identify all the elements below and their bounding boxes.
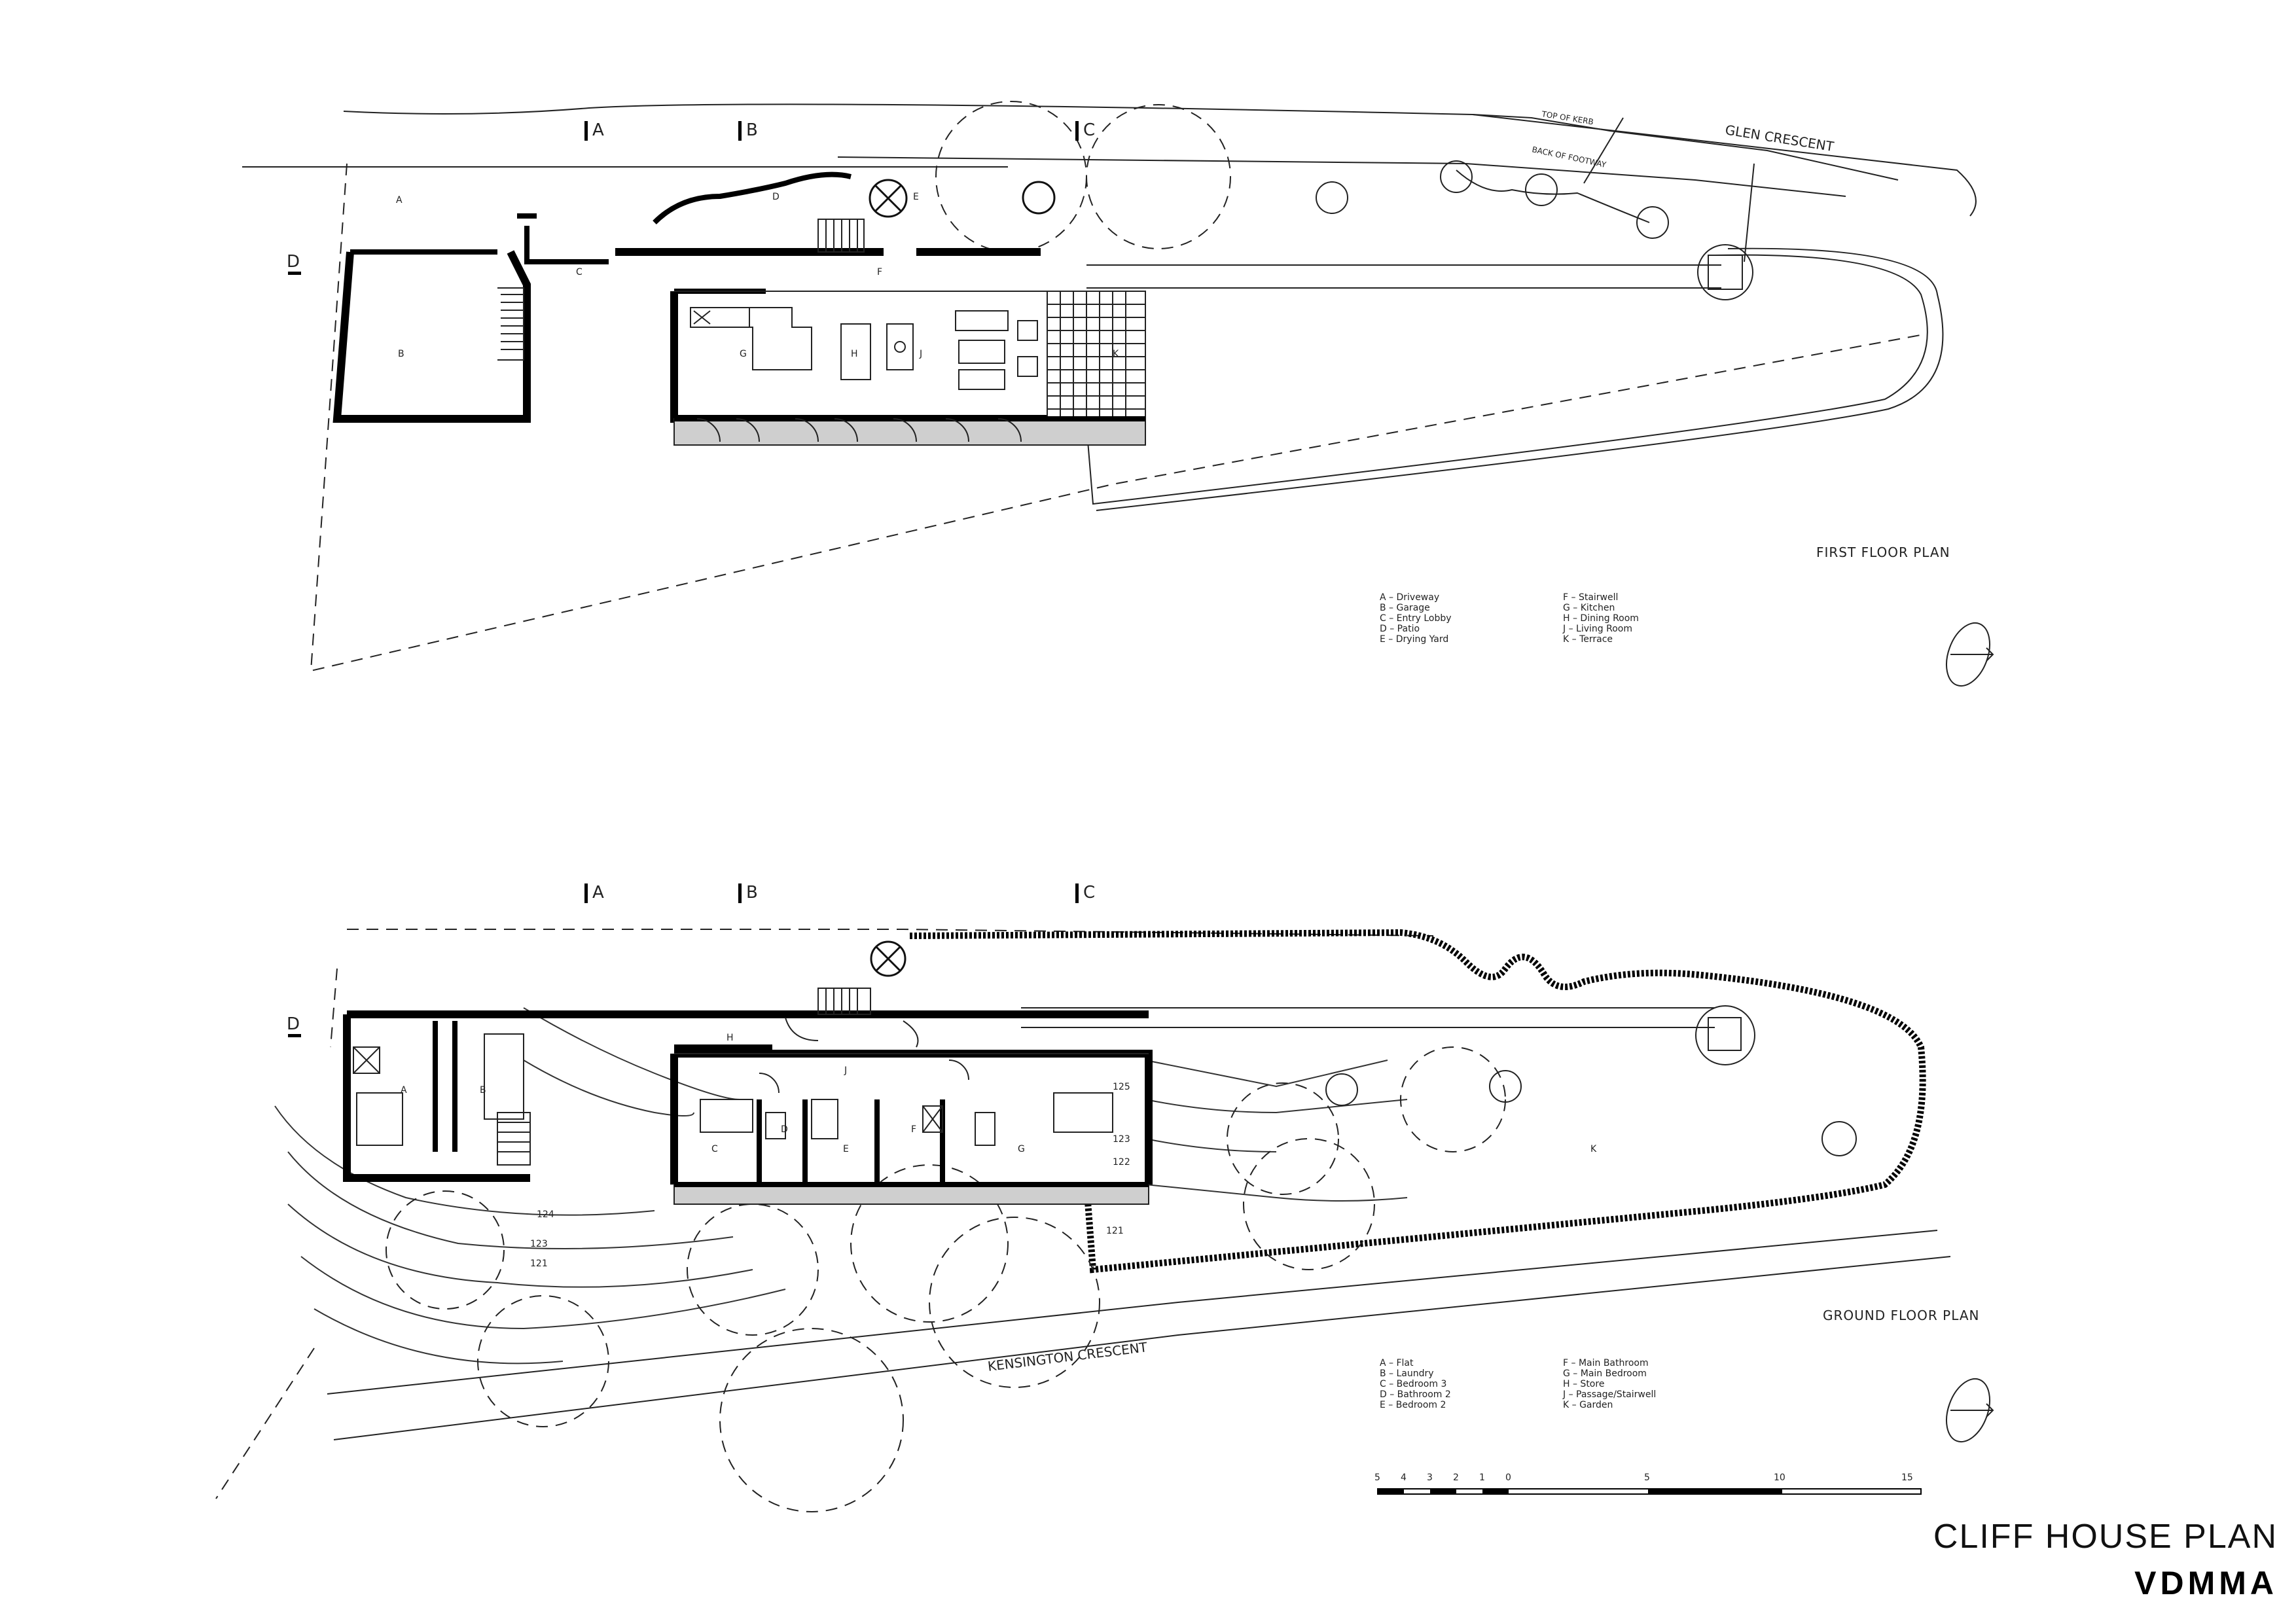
scale-tick: 2 [1453, 1472, 1459, 1483]
tree-canopies [386, 1046, 1506, 1512]
legend-item: A – Driveway [1380, 592, 1440, 603]
contour-lines [274, 1007, 1408, 1364]
room-letters-first: A B C D E F G H J K [396, 192, 1119, 359]
section-marker-b: B [746, 883, 758, 902]
room-letter: B [480, 1085, 486, 1096]
room-letter: A [401, 1085, 407, 1096]
legend-item: F – Main Bathroom [1563, 1358, 1649, 1368]
room-letter: E [913, 192, 919, 202]
legend-item: C – Bedroom 3 [1380, 1379, 1447, 1389]
legend-item: J – Living Room [1563, 624, 1632, 634]
terrace-grid [1047, 291, 1146, 419]
legend-item: C – Entry Lobby [1380, 613, 1452, 624]
legend-item: K – Garden [1563, 1400, 1613, 1410]
scale-tick: 5 [1644, 1472, 1650, 1483]
tree-icon [1316, 160, 1669, 239]
legend-item: E – Drying Yard [1380, 634, 1449, 645]
section-markers-ground: A B C D [287, 883, 1095, 1037]
room-letter: D [772, 192, 780, 202]
legend-item: H – Store [1563, 1379, 1605, 1389]
room-letter: C [576, 267, 583, 277]
ground-floor-legend-right: F – Main Bathroom G – Main Bedroom H – S… [1563, 1358, 1656, 1410]
first-floor-legend-right: F – Stairwell G – Kitchen H – Dining Roo… [1563, 592, 1639, 645]
contour-label: 121 [1106, 1226, 1124, 1236]
section-marker-a: A [592, 120, 604, 140]
ground-floor-plan [215, 929, 1951, 1512]
room-letter: A [396, 195, 403, 205]
scale-bar: 5 4 3 2 1 0 5 10 15 [1374, 1472, 1922, 1495]
ground-floor-plan-title: GROUND FLOOR PLAN [1823, 1308, 1980, 1323]
contour-label: 124 [537, 1209, 554, 1220]
legend-item: J – Passage/Stairwell [1563, 1389, 1657, 1400]
firm-name: VDMMA [2134, 1565, 2278, 1601]
legend-item: D – Patio [1380, 624, 1420, 634]
legend-item: A – Flat [1380, 1358, 1414, 1368]
contour-label: 122 [1113, 1157, 1130, 1168]
section-marker-a: A [592, 883, 604, 902]
section-marker-d: D [287, 252, 300, 272]
room-letter: F [911, 1124, 916, 1135]
first-floor-plan [242, 101, 1977, 672]
section-markers-first: A B C D [287, 120, 1095, 275]
contour-label: 123 [530, 1239, 548, 1249]
room-letter: G [740, 349, 747, 359]
contour-label: 123 [1113, 1134, 1130, 1145]
contour-labels: 121 121 122 123 123 124 125 [530, 1082, 1130, 1269]
room-letter: G [1018, 1144, 1025, 1154]
legend-item: G – Kitchen [1563, 603, 1615, 613]
section-marker-c: C [1083, 883, 1095, 902]
room-letter: H [851, 349, 858, 359]
legend-item: B – Laundry [1380, 1368, 1434, 1379]
first-floor-legend-left: A – Driveway B – Garage C – Entry Lobby … [1380, 592, 1452, 645]
room-letter: C [711, 1144, 718, 1154]
legend-item: F – Stairwell [1563, 592, 1619, 603]
contour-label: 125 [1113, 1082, 1130, 1092]
ground-floor-legend-left: A – Flat B – Laundry C – Bedroom 3 D – B… [1380, 1358, 1451, 1410]
tree-icon [1325, 1070, 1857, 1156]
legend-item: H – Dining Room [1563, 613, 1639, 624]
room-letter: J [844, 1065, 847, 1076]
legend-item: E – Bedroom 2 [1380, 1400, 1446, 1410]
room-letter: E [843, 1144, 849, 1154]
section-marker-b: B [746, 120, 758, 140]
room-letter: B [398, 349, 404, 359]
north-arrow-icon [1946, 1378, 1994, 1443]
first-floor-plan-title: FIRST FLOOR PLAN [1816, 544, 1950, 560]
room-letter: F [877, 267, 882, 277]
footway-label: BACK OF FOOTWAY [1531, 145, 1607, 169]
north-arrow-icon [1946, 622, 1994, 687]
room-letter: K [1590, 1144, 1597, 1154]
section-marker-d: D [287, 1014, 300, 1034]
stair-hatch [501, 294, 524, 350]
scale-tick: 1 [1479, 1472, 1485, 1483]
section-marker-c: C [1083, 120, 1095, 140]
scale-tick: 5 [1374, 1472, 1380, 1483]
room-letter: J [919, 349, 922, 359]
room-letter: K [1113, 349, 1119, 359]
scale-tick: 0 [1505, 1472, 1511, 1483]
scale-tick: 4 [1401, 1472, 1407, 1483]
legend-item: K – Terrace [1563, 634, 1613, 645]
room-letter: D [781, 1124, 788, 1135]
scale-tick: 10 [1774, 1472, 1785, 1483]
street-label: KENSINGTON CRESCENT [987, 1339, 1149, 1374]
scale-tick: 15 [1901, 1472, 1913, 1483]
drawing-title: CLIFF HOUSE PLAN [1933, 1518, 2278, 1556]
legend-item: D – Bathroom 2 [1380, 1389, 1451, 1400]
scale-tick: 3 [1427, 1472, 1433, 1483]
room-letter: H [726, 1033, 734, 1043]
legend-item: B – Garage [1380, 603, 1430, 613]
legend-item: G – Main Bedroom [1563, 1368, 1647, 1379]
room-letters-ground: A B C D E F G H J K [401, 1033, 1597, 1154]
contour-label: 121 [530, 1258, 548, 1269]
